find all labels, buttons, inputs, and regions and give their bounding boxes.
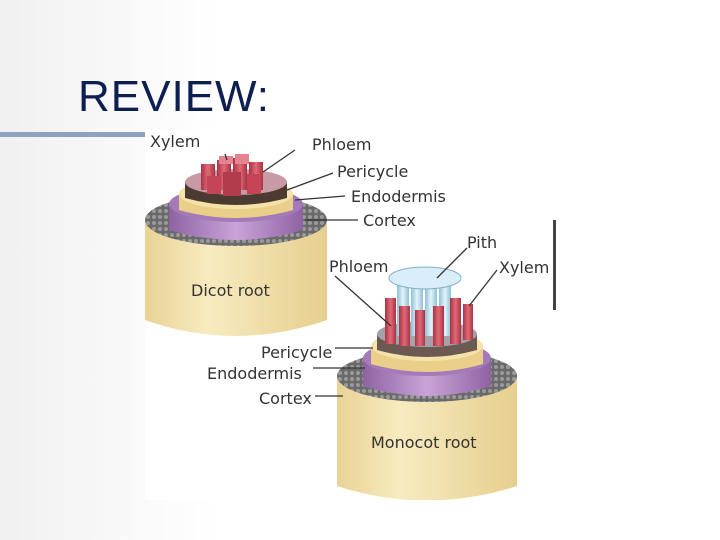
monocot-root-caption: Monocot root [371, 433, 477, 452]
dicot-root [145, 154, 327, 336]
monocot-endodermis-label: Endodermis [207, 364, 302, 383]
monocot-xylem-label: Xylem [499, 258, 549, 277]
dicot-phloem-label: Phloem [312, 135, 371, 154]
monocot-cortex-label: Cortex [259, 389, 312, 408]
root-diagram-svg: Xylem Phloem Pericycle Endodermis Cortex… [145, 132, 556, 500]
root-cross-section-diagram: Xylem Phloem Pericycle Endodermis Cortex… [145, 130, 558, 500]
monocot-pith-label: Pith [467, 233, 497, 252]
dicot-cortex-cylinder [145, 220, 327, 336]
monocot-xylem [385, 298, 396, 344]
dicot-root-caption: Dicot root [191, 281, 270, 300]
slide-title: REVIEW: [78, 72, 271, 121]
dicot-pericycle-label: Pericycle [337, 162, 408, 181]
dicot-endodermis-label: Endodermis [351, 187, 446, 206]
monocot-pericycle-label: Pericycle [261, 343, 332, 362]
dicot-xylem-label: Xylem [150, 132, 200, 151]
title-underline [0, 132, 150, 137]
monocot-root [337, 266, 517, 500]
monocot-cortex-cylinder [337, 376, 517, 500]
monocot-phloem-label: Phloem [329, 257, 388, 276]
leader-lines [224, 149, 498, 397]
right-edge-clip [553, 220, 556, 310]
dicot-cortex-label: Cortex [363, 211, 416, 230]
